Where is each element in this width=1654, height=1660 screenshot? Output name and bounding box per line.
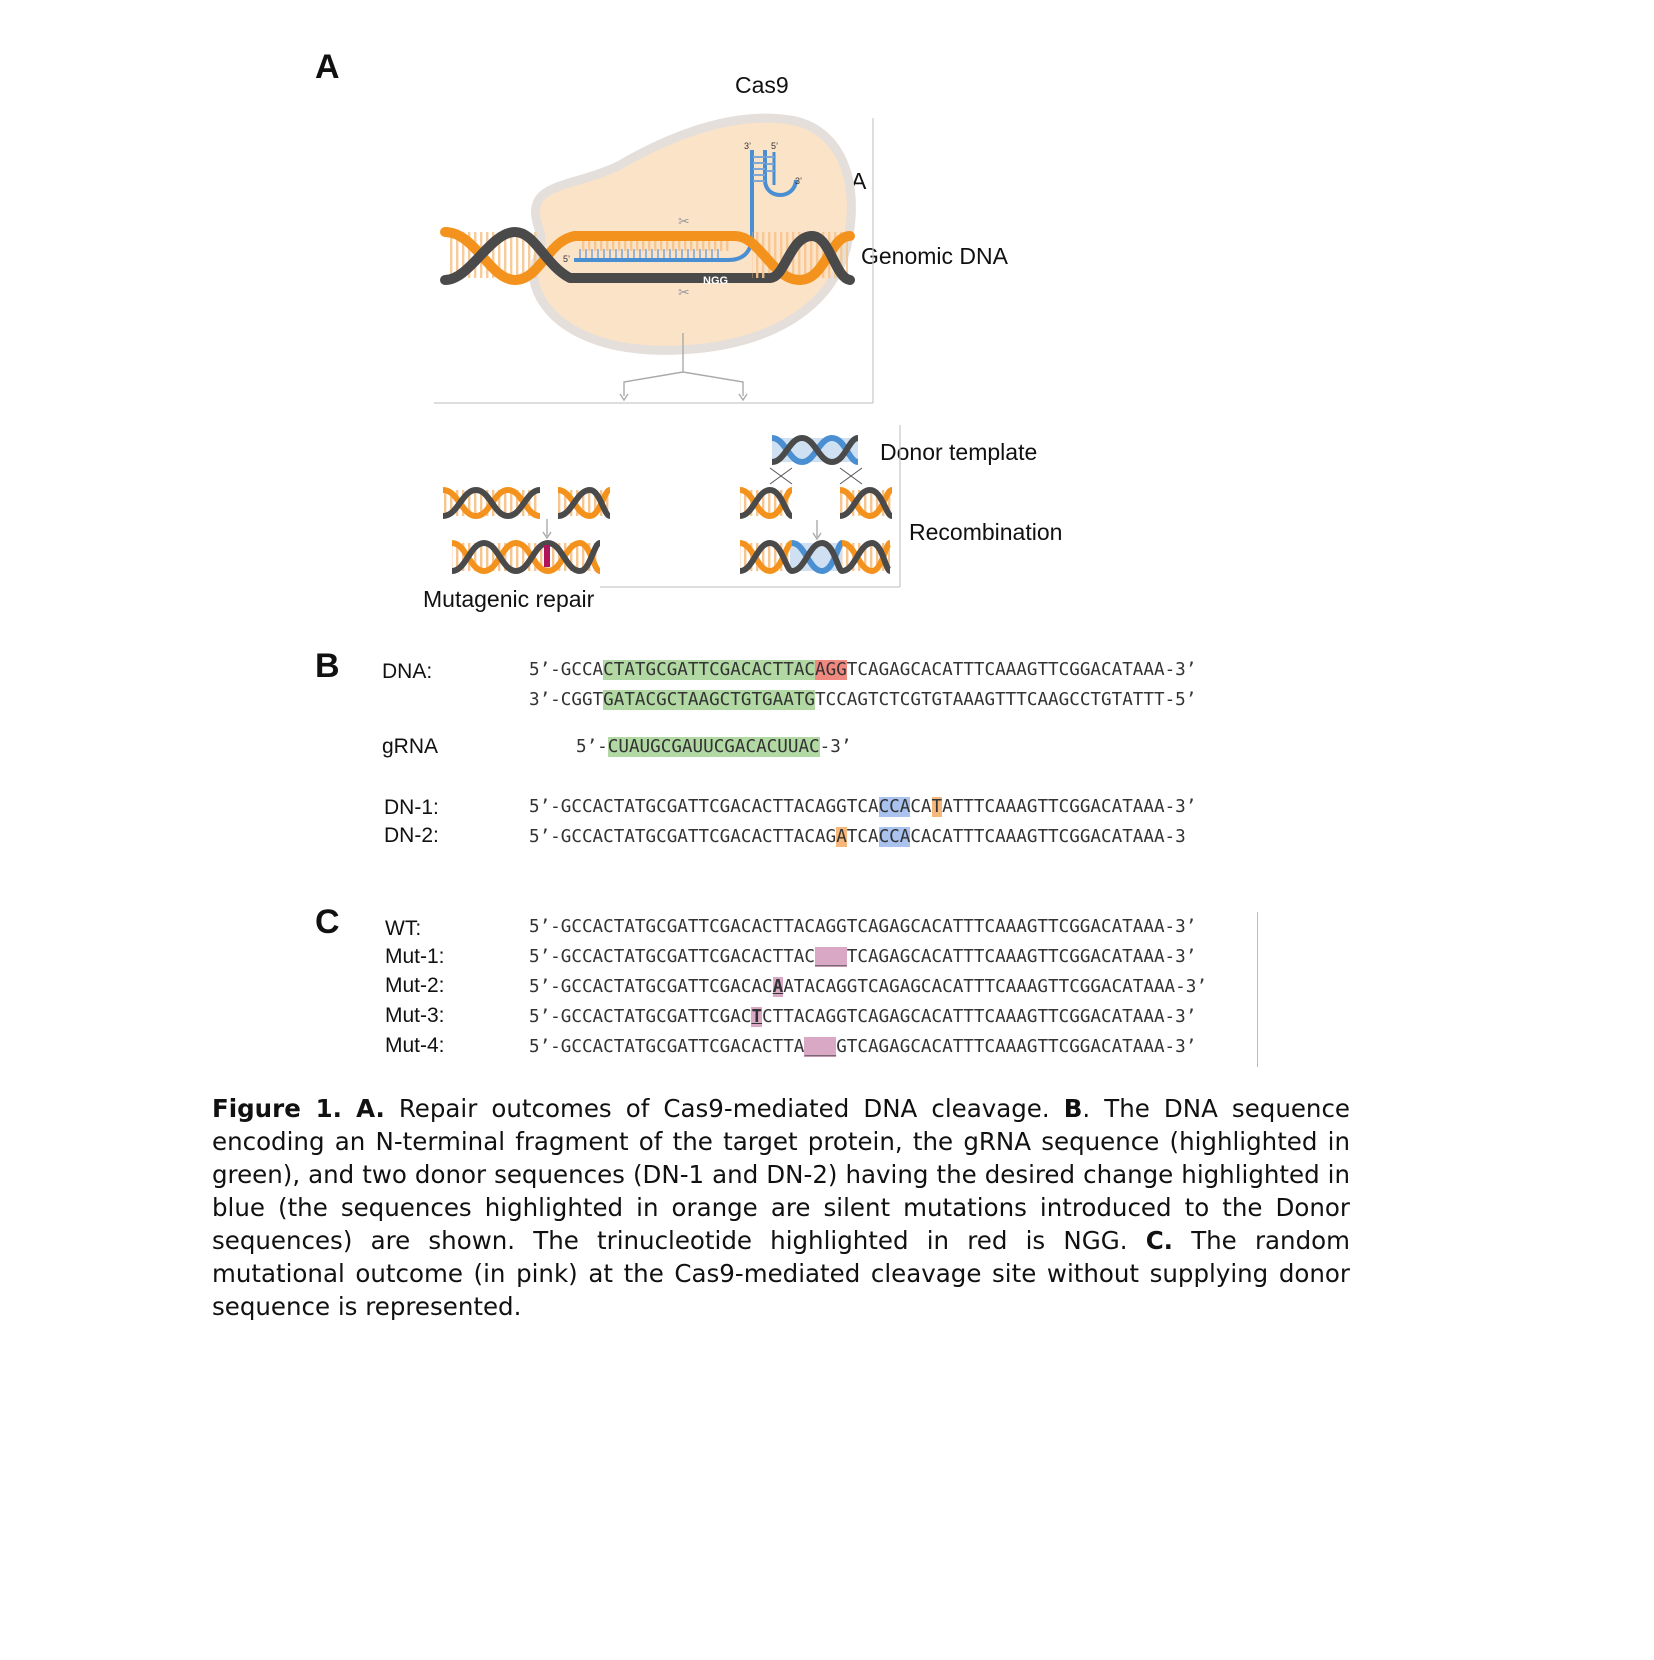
- scissors-bottom-icon: ✂: [678, 285, 690, 301]
- grna-row-label: gRNA: [382, 735, 439, 758]
- repaired-dna-mutated: [451, 539, 602, 575]
- figure-caption: Figure 1. A. Repair outcomes of Cas9-med…: [212, 1094, 1350, 1321]
- cas9-label: Cas9: [735, 72, 789, 98]
- scissors-top-icon: ✂: [678, 214, 690, 230]
- donor-template-helix: [771, 434, 859, 466]
- mut4-sequence: 5’-GCCACTATGCGATTCGACACTTA___GTCAGAGCACA…: [529, 1037, 1197, 1057]
- mut2-row-label: Mut-2:: [385, 974, 445, 997]
- three-prime-tag-2: 3’: [795, 176, 802, 186]
- dn2-row-label: DN-2:: [384, 824, 439, 847]
- grna-sequence: 5’-CUAUGCGAUUCGACACUUAC-3’: [576, 737, 852, 757]
- donor-template-label: Donor template: [880, 439, 1038, 465]
- three-prime-tag-1: 3’: [744, 141, 751, 151]
- broken-dna-right: [557, 486, 612, 520]
- mut2-sequence: 5’-GCCACTATGCGATTCGACACAATACAGGTCAGAGCAC…: [529, 977, 1207, 997]
- panel-c-label: C: [315, 903, 340, 941]
- dn1-sequence: 5’-GCCACTATGCGATTCGACACTTACAGGTCACCACATA…: [529, 797, 1197, 817]
- ngg-tag: NGG: [703, 275, 728, 287]
- cas9-repair-diagram: 3’ 5’ 3’ 5’ NGG ✂ ✂: [434, 113, 901, 588]
- genomic-dna-left-helix: [440, 226, 580, 286]
- mutagenic-repair-label: Mutagenic repair: [423, 586, 595, 612]
- recombined-dna: [739, 539, 893, 575]
- mut1-sequence: 5’-GCCACTATGCGATTCGACACTTAC___TCAGAGCACA…: [529, 947, 1197, 967]
- dn2-sequence: 5’-GCCACTATGCGATTCGACACTTACAGATCACCACACA…: [529, 827, 1186, 847]
- cut-genomic-right: [839, 486, 894, 520]
- panel-a-label: A: [315, 48, 340, 86]
- grna-target-highlight: CTATGCGATTCGACACTTAC: [603, 660, 816, 680]
- mutation-mark: [544, 545, 550, 567]
- dna-bottom-sequence: 3’-CGGTGATACGCTAAGCTGTGAATGTCCAGTCTCGTGT…: [529, 690, 1197, 710]
- dna-row-label: DNA:: [382, 660, 433, 683]
- mut4-row-label: Mut-4:: [385, 1034, 445, 1057]
- mut1-row-label: Mut-1:: [385, 945, 445, 968]
- broken-dna-left: [442, 486, 541, 520]
- recombination-label: Recombination: [909, 519, 1063, 545]
- pam-highlight: AGG: [815, 660, 847, 680]
- cut-genomic-left: [739, 486, 794, 520]
- genomic-dna-right-helix: [730, 230, 855, 286]
- genomic-dna-label: Genomic DNA: [861, 243, 1008, 269]
- dn1-row-label: DN-1:: [384, 796, 439, 819]
- panel-b-label: B: [315, 647, 340, 685]
- wt-sequence: 5’-GCCACTATGCGATTCGACACTTACAGGTCAGAGCACA…: [529, 917, 1197, 937]
- mut3-sequence: 5’-GCCACTATGCGATTCGACTCTTACAGGTCAGAGCACA…: [529, 1007, 1197, 1027]
- mut3-row-label: Mut-3:: [385, 1004, 445, 1027]
- five-prime-tag-1: 5’: [771, 141, 778, 151]
- panel-c-divider: [1257, 912, 1258, 1067]
- wt-row-label: WT:: [385, 917, 422, 940]
- five-prime-tag-2: 5’: [563, 254, 570, 264]
- dna-top-sequence: 5’-GCCACTATGCGATTCGACACTTACAGGTCAGAGCACA…: [529, 660, 1197, 680]
